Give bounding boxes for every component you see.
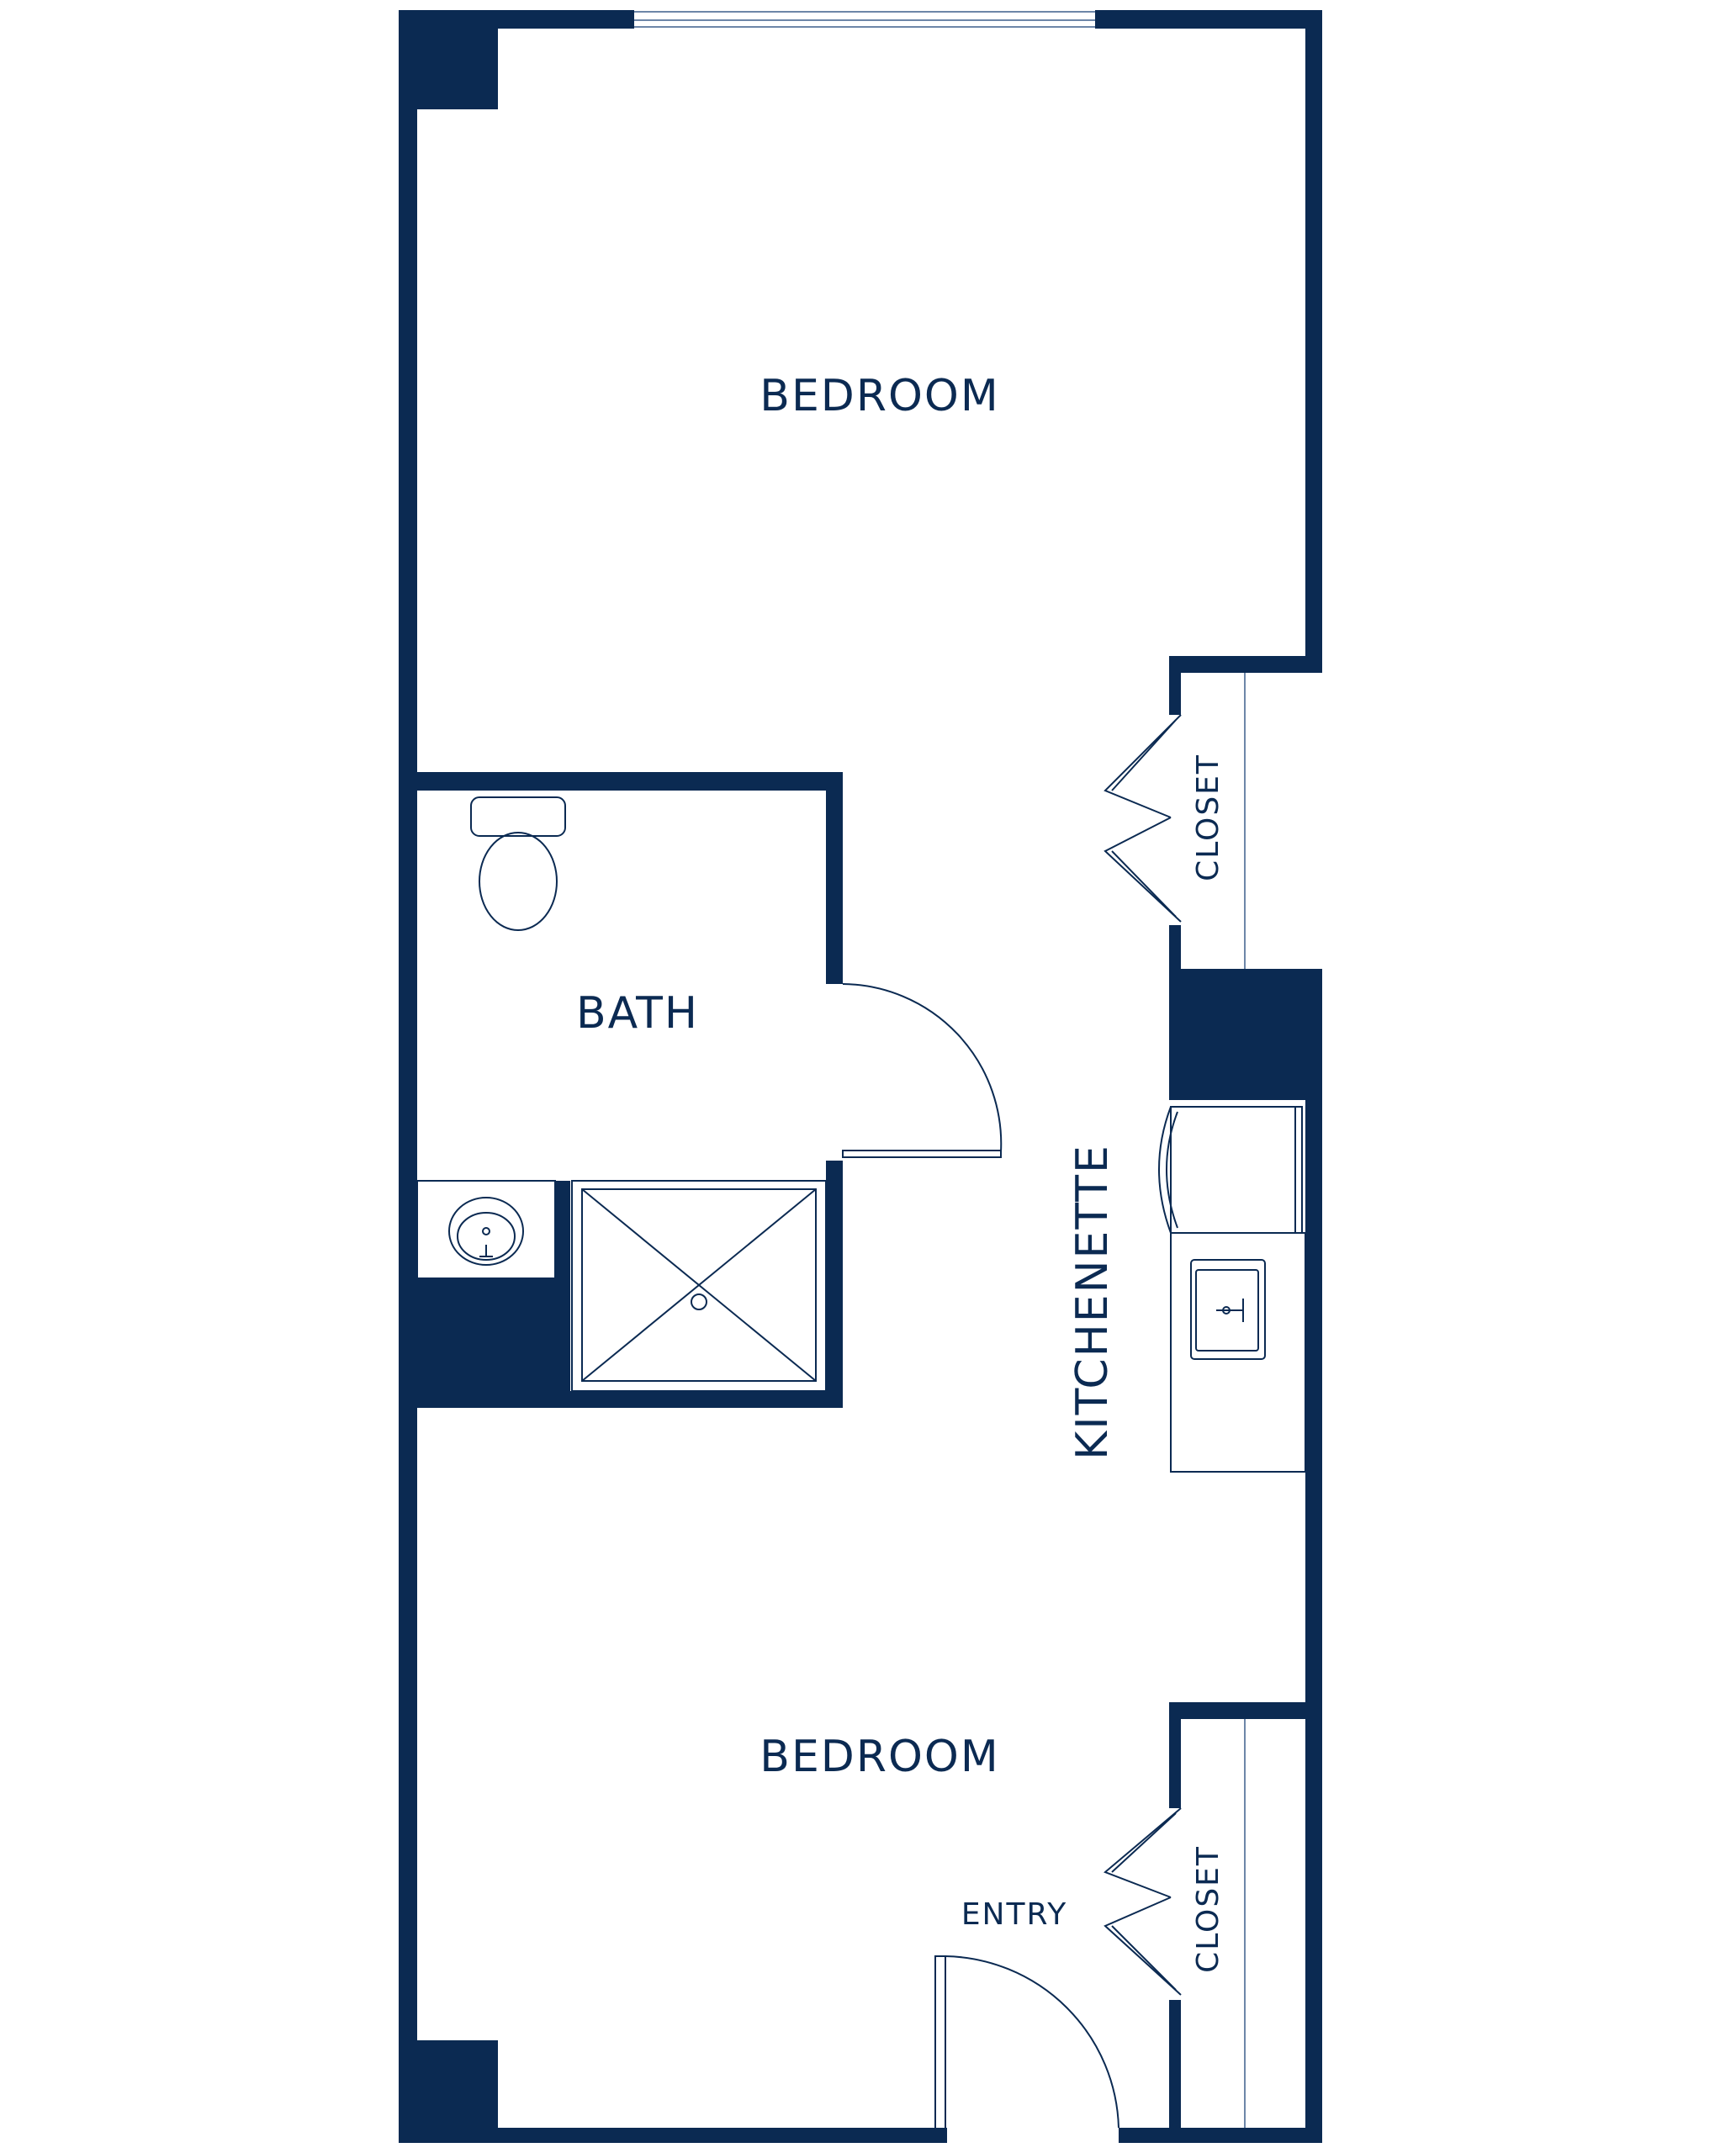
room-label-entry: ENTRY xyxy=(961,1897,1067,1932)
bifold-door-icon xyxy=(1104,714,1182,923)
closet-top-wall-left-upper xyxy=(1169,656,1181,715)
room-label-closet-top: CLOSET xyxy=(1191,754,1225,881)
wall-right-lower xyxy=(1305,1093,1322,2143)
shower-icon xyxy=(571,1180,827,1392)
door-swing-icon xyxy=(842,983,1003,1158)
door-swing-icon xyxy=(934,1955,1119,2134)
wall-left xyxy=(399,10,417,2143)
exterior-walls xyxy=(399,10,1322,2143)
bath-wall-bottom xyxy=(417,1391,843,1408)
bifold-door-icon xyxy=(1104,1807,1182,1996)
room-label-bedroom-top: BEDROOM xyxy=(760,371,999,421)
closet-bottom-wall-top xyxy=(1169,1702,1322,1719)
bath-wall-right-upper xyxy=(826,772,843,984)
kitchen-counter xyxy=(1170,1232,1306,1473)
closet-top xyxy=(1169,656,1322,1100)
room-label-closet-bottom: CLOSET xyxy=(1191,1845,1225,1973)
window-icon xyxy=(634,11,1095,28)
bath-walls xyxy=(417,772,843,1408)
room-label-bath: BATH xyxy=(576,988,699,1039)
room-label-kitchenette: KITCHENETTE xyxy=(1067,1144,1118,1460)
closet-top-wall-left-lower xyxy=(1169,925,1181,969)
closet-bottom-wall-left-upper xyxy=(1169,1702,1181,1808)
refrigerator-icon xyxy=(1158,1106,1303,1234)
kitchen-sink-icon xyxy=(1190,1259,1266,1360)
toilet-icon xyxy=(470,796,566,931)
wall-bottom-left xyxy=(399,2128,947,2143)
room-label-bedroom-bottom: BEDROOM xyxy=(760,1732,999,1782)
wall-top-right xyxy=(1095,10,1322,29)
wall-top-left xyxy=(399,10,634,29)
column-bottom-left xyxy=(417,2040,498,2128)
wall-bottom-right xyxy=(1119,2128,1322,2143)
closet-top-wall-top xyxy=(1169,656,1322,673)
bath-shower-divider xyxy=(555,1181,570,1278)
closet-bottom-wall-left-lower xyxy=(1169,2000,1181,2128)
bath-vanity-block xyxy=(417,1278,570,1391)
sink-icon xyxy=(416,1180,556,1279)
wall-right-upper xyxy=(1305,10,1322,666)
bath-wall-top xyxy=(417,772,843,791)
closet-bottom xyxy=(1169,1702,1322,2128)
column-top-left xyxy=(417,29,498,109)
bath-wall-right-lower xyxy=(826,1161,843,1408)
kitchen-pillar xyxy=(1169,969,1322,1100)
